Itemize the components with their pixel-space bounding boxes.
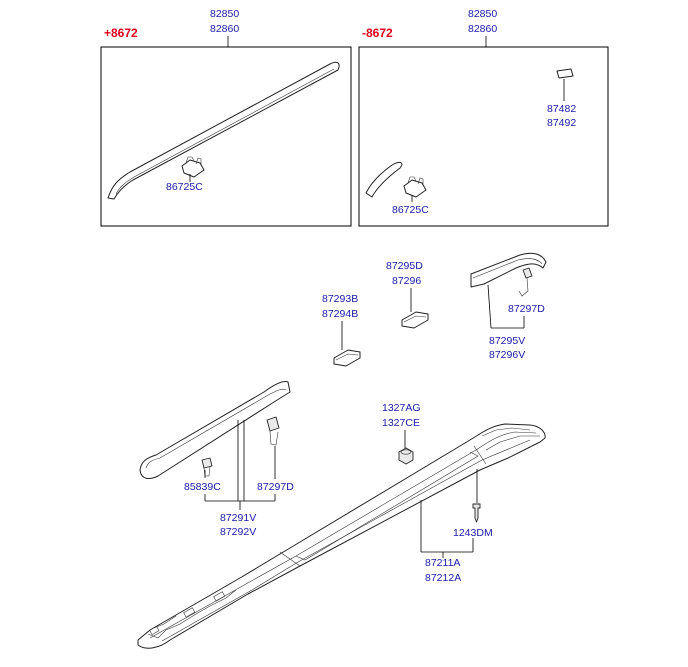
nut-group: 1327AG 1327CE: [382, 402, 421, 465]
screw-group: 1243DM: [453, 469, 493, 539]
rear-end-cover-group: 85839C 87297D 87291V 87292V: [139, 381, 294, 538]
label-87293B[interactable]: 87293B: [322, 293, 358, 305]
label-87295D[interactable]: 87295D: [386, 260, 423, 272]
label-82860-left[interactable]: 82860: [210, 23, 239, 35]
rear-end-cover: [139, 381, 291, 479]
label-87297D-rear[interactable]: 87297D: [257, 481, 294, 493]
cover-piece-87293B: [333, 349, 361, 367]
label-87296V[interactable]: 87296V: [489, 349, 525, 361]
label-86725C-left[interactable]: 86725C: [166, 181, 203, 193]
roof-moulding-strip-left: [107, 61, 340, 200]
label-87295V[interactable]: 87295V: [489, 335, 525, 347]
end-cap-piece: [556, 68, 574, 79]
left-variant-group: +8672 82850 82860 86725C: [100, 8, 352, 227]
cover-87293B-group: 87293B 87294B: [322, 293, 361, 367]
front-end-cover: [470, 252, 547, 288]
moulding-clip-left: [181, 156, 205, 178]
label-1327AG[interactable]: 1327AG: [382, 402, 421, 414]
label-87482[interactable]: 87482: [547, 103, 576, 115]
label-82860-right[interactable]: 82860: [468, 23, 497, 35]
moulding-clip-right: [403, 176, 427, 198]
variant-label-right: -8672: [362, 26, 393, 40]
label-87211A[interactable]: 87211A: [425, 557, 460, 569]
label-87292V[interactable]: 87292V: [220, 526, 256, 538]
label-87291V[interactable]: 87291V: [220, 512, 256, 524]
main-roof-rail: [137, 423, 546, 649]
right-variant-group: -8672 82850 82860 87482 87492 86725C: [358, 8, 609, 227]
short-moulding-piece: [365, 161, 403, 198]
roof-rail-group: 87211A 87212A: [137, 423, 546, 649]
label-82850-right[interactable]: 82850: [468, 8, 497, 20]
screw: [472, 503, 481, 523]
cover-piece-87295D: [401, 311, 429, 329]
label-87212A[interactable]: 87212A: [425, 572, 461, 584]
label-86725C-right[interactable]: 86725C: [392, 204, 429, 216]
label-87296[interactable]: 87296: [392, 275, 421, 287]
flange-nut: [398, 447, 414, 465]
label-1327CE[interactable]: 1327CE: [382, 417, 420, 429]
variant-label-left: +8672: [104, 26, 138, 40]
label-87492[interactable]: 87492: [547, 117, 576, 129]
front-end-cover-group: 87297D 87295V 87296V: [470, 252, 547, 361]
left-variant-frame: [100, 46, 352, 227]
label-87294B[interactable]: 87294B: [322, 308, 358, 320]
cover-87295D-group: 87295D 87296: [386, 260, 429, 329]
label-87297D-front[interactable]: 87297D: [508, 303, 545, 315]
label-82850-left[interactable]: 82850: [210, 8, 239, 20]
label-85839C[interactable]: 85839C: [184, 481, 221, 493]
right-variant-frame: [358, 46, 609, 227]
label-1243DM[interactable]: 1243DM: [453, 527, 493, 539]
